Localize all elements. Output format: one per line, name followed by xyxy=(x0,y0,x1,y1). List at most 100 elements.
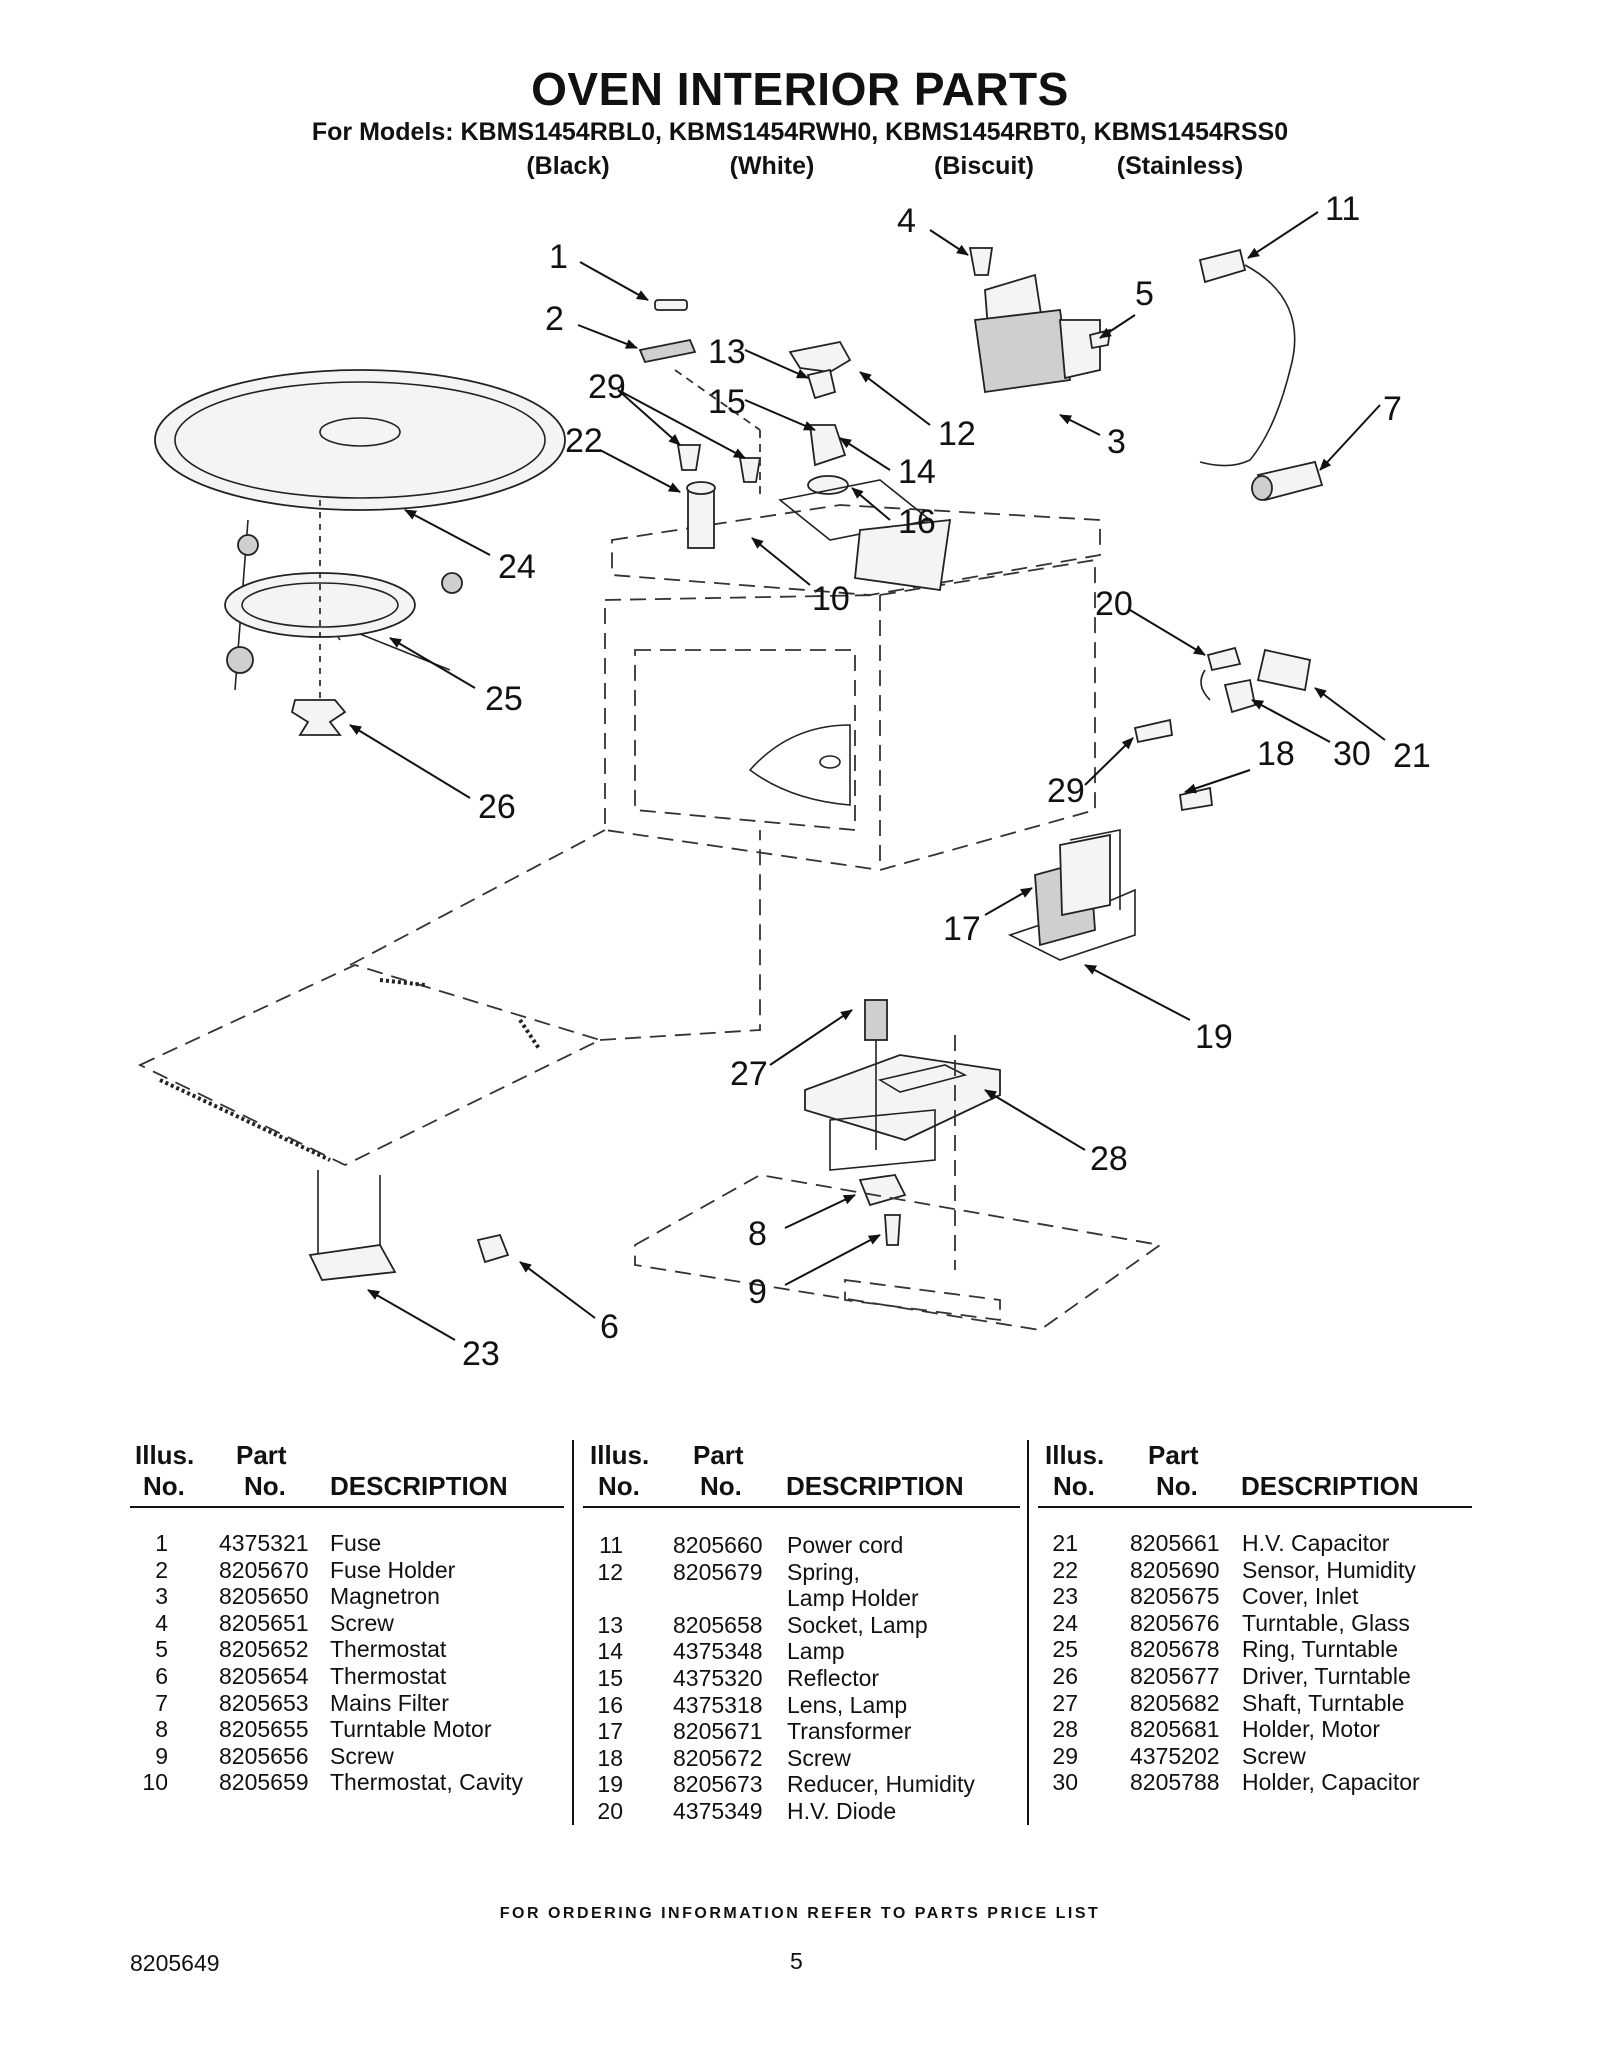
part-no: 8205652 xyxy=(219,1636,309,1663)
illus-no: 19 xyxy=(597,1771,623,1798)
cavity-base-outline xyxy=(634,1035,1163,1331)
hdr-desc-1: DESCRIPTION xyxy=(330,1471,508,1501)
hdr-illus-no-1: No. xyxy=(143,1471,185,1501)
parts-table: Illus. No. Part No. DESCRIPTION Illus. N… xyxy=(0,1440,1600,1840)
callout-28: 28 xyxy=(1090,1140,1128,1178)
part-description: Driver, Turntable xyxy=(1242,1663,1411,1689)
callout-17: 17 xyxy=(943,910,981,948)
callout-19: 19 xyxy=(1195,1018,1233,1056)
part-description: Spring, xyxy=(787,1558,860,1585)
part-description: Lamp xyxy=(787,1638,845,1665)
part-no: 8205672 xyxy=(673,1744,763,1771)
illus-no: 5 xyxy=(155,1636,168,1663)
part-no: 8205651 xyxy=(219,1609,309,1636)
part-description: Turntable Motor xyxy=(330,1716,492,1743)
part-no: 8205682 xyxy=(1130,1689,1220,1716)
variant-black: (Black) xyxy=(526,152,610,180)
hdr-desc-3: DESCRIPTION xyxy=(1241,1471,1419,1501)
hdr-part-no-3: No. xyxy=(1156,1471,1198,1501)
part-description: Holder, Capacitor xyxy=(1242,1769,1420,1796)
callout-3: 3 xyxy=(1107,423,1126,461)
illus-no: 26 xyxy=(1052,1663,1078,1689)
part-no: 8205673 xyxy=(673,1771,763,1798)
leader-arrows xyxy=(349,211,1386,1341)
illus-no: 20 xyxy=(597,1798,623,1824)
part-no: 8205658 xyxy=(673,1611,763,1638)
illus-no: 21 xyxy=(1052,1530,1078,1556)
illus-no: 28 xyxy=(1052,1716,1078,1743)
part-description: Thermostat xyxy=(330,1636,447,1663)
illus-no: 22 xyxy=(1052,1556,1078,1583)
part-no: 8205681 xyxy=(1130,1716,1220,1743)
part-description: Screw xyxy=(330,1609,394,1636)
part-no: 8205656 xyxy=(219,1742,309,1769)
callout-16: 16 xyxy=(898,503,936,541)
part-description: Cover, Inlet xyxy=(1242,1583,1359,1610)
rule-2 xyxy=(583,1506,1020,1508)
illus-no: 1 xyxy=(155,1530,168,1556)
illus-no: 8 xyxy=(155,1716,168,1743)
part-description: Fuse Holder xyxy=(330,1556,456,1583)
part-no: 4375320 xyxy=(673,1665,763,1691)
illus-no: 15 xyxy=(597,1665,623,1691)
part-no: 8205788 xyxy=(1130,1769,1220,1796)
part-description-continued: Lamp Holder xyxy=(787,1585,919,1612)
exploded-parts-diagram: 1 2 3 4 5 6 7 8 9 10 11 12 13 14 15 16 1… xyxy=(137,190,1431,1373)
callout-29-top: 29 xyxy=(588,368,626,406)
column-divider-2 xyxy=(1027,1440,1029,1825)
illus-no: 4 xyxy=(155,1609,168,1636)
illus-no: 7 xyxy=(155,1689,168,1716)
part-description: Transformer xyxy=(787,1718,912,1745)
part-description: Thermostat xyxy=(330,1663,447,1689)
callout-8: 8 xyxy=(748,1215,767,1253)
callout-15: 15 xyxy=(708,383,746,421)
callout-29-right: 29 xyxy=(1047,772,1085,810)
callout-5: 5 xyxy=(1135,275,1154,313)
rule-3 xyxy=(1038,1506,1472,1508)
part-description: Holder, Motor xyxy=(1242,1716,1381,1743)
part-no: 8205654 xyxy=(219,1663,309,1689)
hdr-part-no-2: No. xyxy=(700,1471,742,1501)
part-no: 8205690 xyxy=(1130,1556,1220,1583)
part-no: 8205650 xyxy=(219,1583,309,1610)
part-description: Sensor, Humidity xyxy=(1242,1556,1416,1583)
part-no: 8205659 xyxy=(219,1769,309,1796)
callout-25: 25 xyxy=(485,680,523,718)
part-description: Reducer, Humidity xyxy=(787,1771,975,1798)
callout-2: 2 xyxy=(545,300,564,338)
callout-21: 21 xyxy=(1393,737,1431,775)
callout-9: 9 xyxy=(748,1273,767,1311)
part-description: Screw xyxy=(330,1742,394,1769)
hdr-illus-2: Illus. xyxy=(590,1440,650,1470)
hdr-illus-1: Illus. xyxy=(135,1440,195,1470)
part-no: 4375202 xyxy=(1130,1742,1220,1769)
part-description: H.V. Capacitor xyxy=(1242,1530,1390,1556)
hdr-illus-no-2: No. xyxy=(598,1471,640,1501)
part-no: 4375318 xyxy=(673,1691,763,1718)
part-no: 8205655 xyxy=(219,1716,309,1743)
hdr-illus-3: Illus. xyxy=(1045,1440,1105,1470)
illus-no: 30 xyxy=(1052,1769,1078,1796)
part-description: Reflector xyxy=(787,1665,880,1691)
illus-no: 18 xyxy=(597,1744,623,1771)
callout-22: 22 xyxy=(565,422,603,460)
part-no: 8205679 xyxy=(673,1558,763,1585)
part-no: 8205661 xyxy=(1130,1530,1220,1556)
power-cord-and-filter xyxy=(1198,248,1324,502)
callout-7: 7 xyxy=(1383,390,1402,428)
illus-no: 12 xyxy=(597,1558,623,1585)
callout-10: 10 xyxy=(812,580,850,618)
illus-no: 3 xyxy=(155,1583,168,1610)
hdr-illus-no-3: No. xyxy=(1053,1471,1095,1501)
part-description: Thermostat, Cavity xyxy=(330,1769,523,1796)
part-no: 8205671 xyxy=(673,1718,763,1745)
top-components xyxy=(638,299,952,592)
illus-no: 2 xyxy=(155,1556,168,1583)
callout-4: 4 xyxy=(897,202,916,240)
model-list: For Models: KBMS1454RBL0, KBMS1454RWH0, … xyxy=(311,118,1289,146)
turntable-assembly xyxy=(154,369,566,736)
illus-no: 10 xyxy=(142,1769,168,1796)
part-no: 8205677 xyxy=(1130,1663,1220,1689)
part-description: Socket, Lamp xyxy=(787,1611,928,1638)
part-description: Screw xyxy=(1242,1742,1306,1769)
